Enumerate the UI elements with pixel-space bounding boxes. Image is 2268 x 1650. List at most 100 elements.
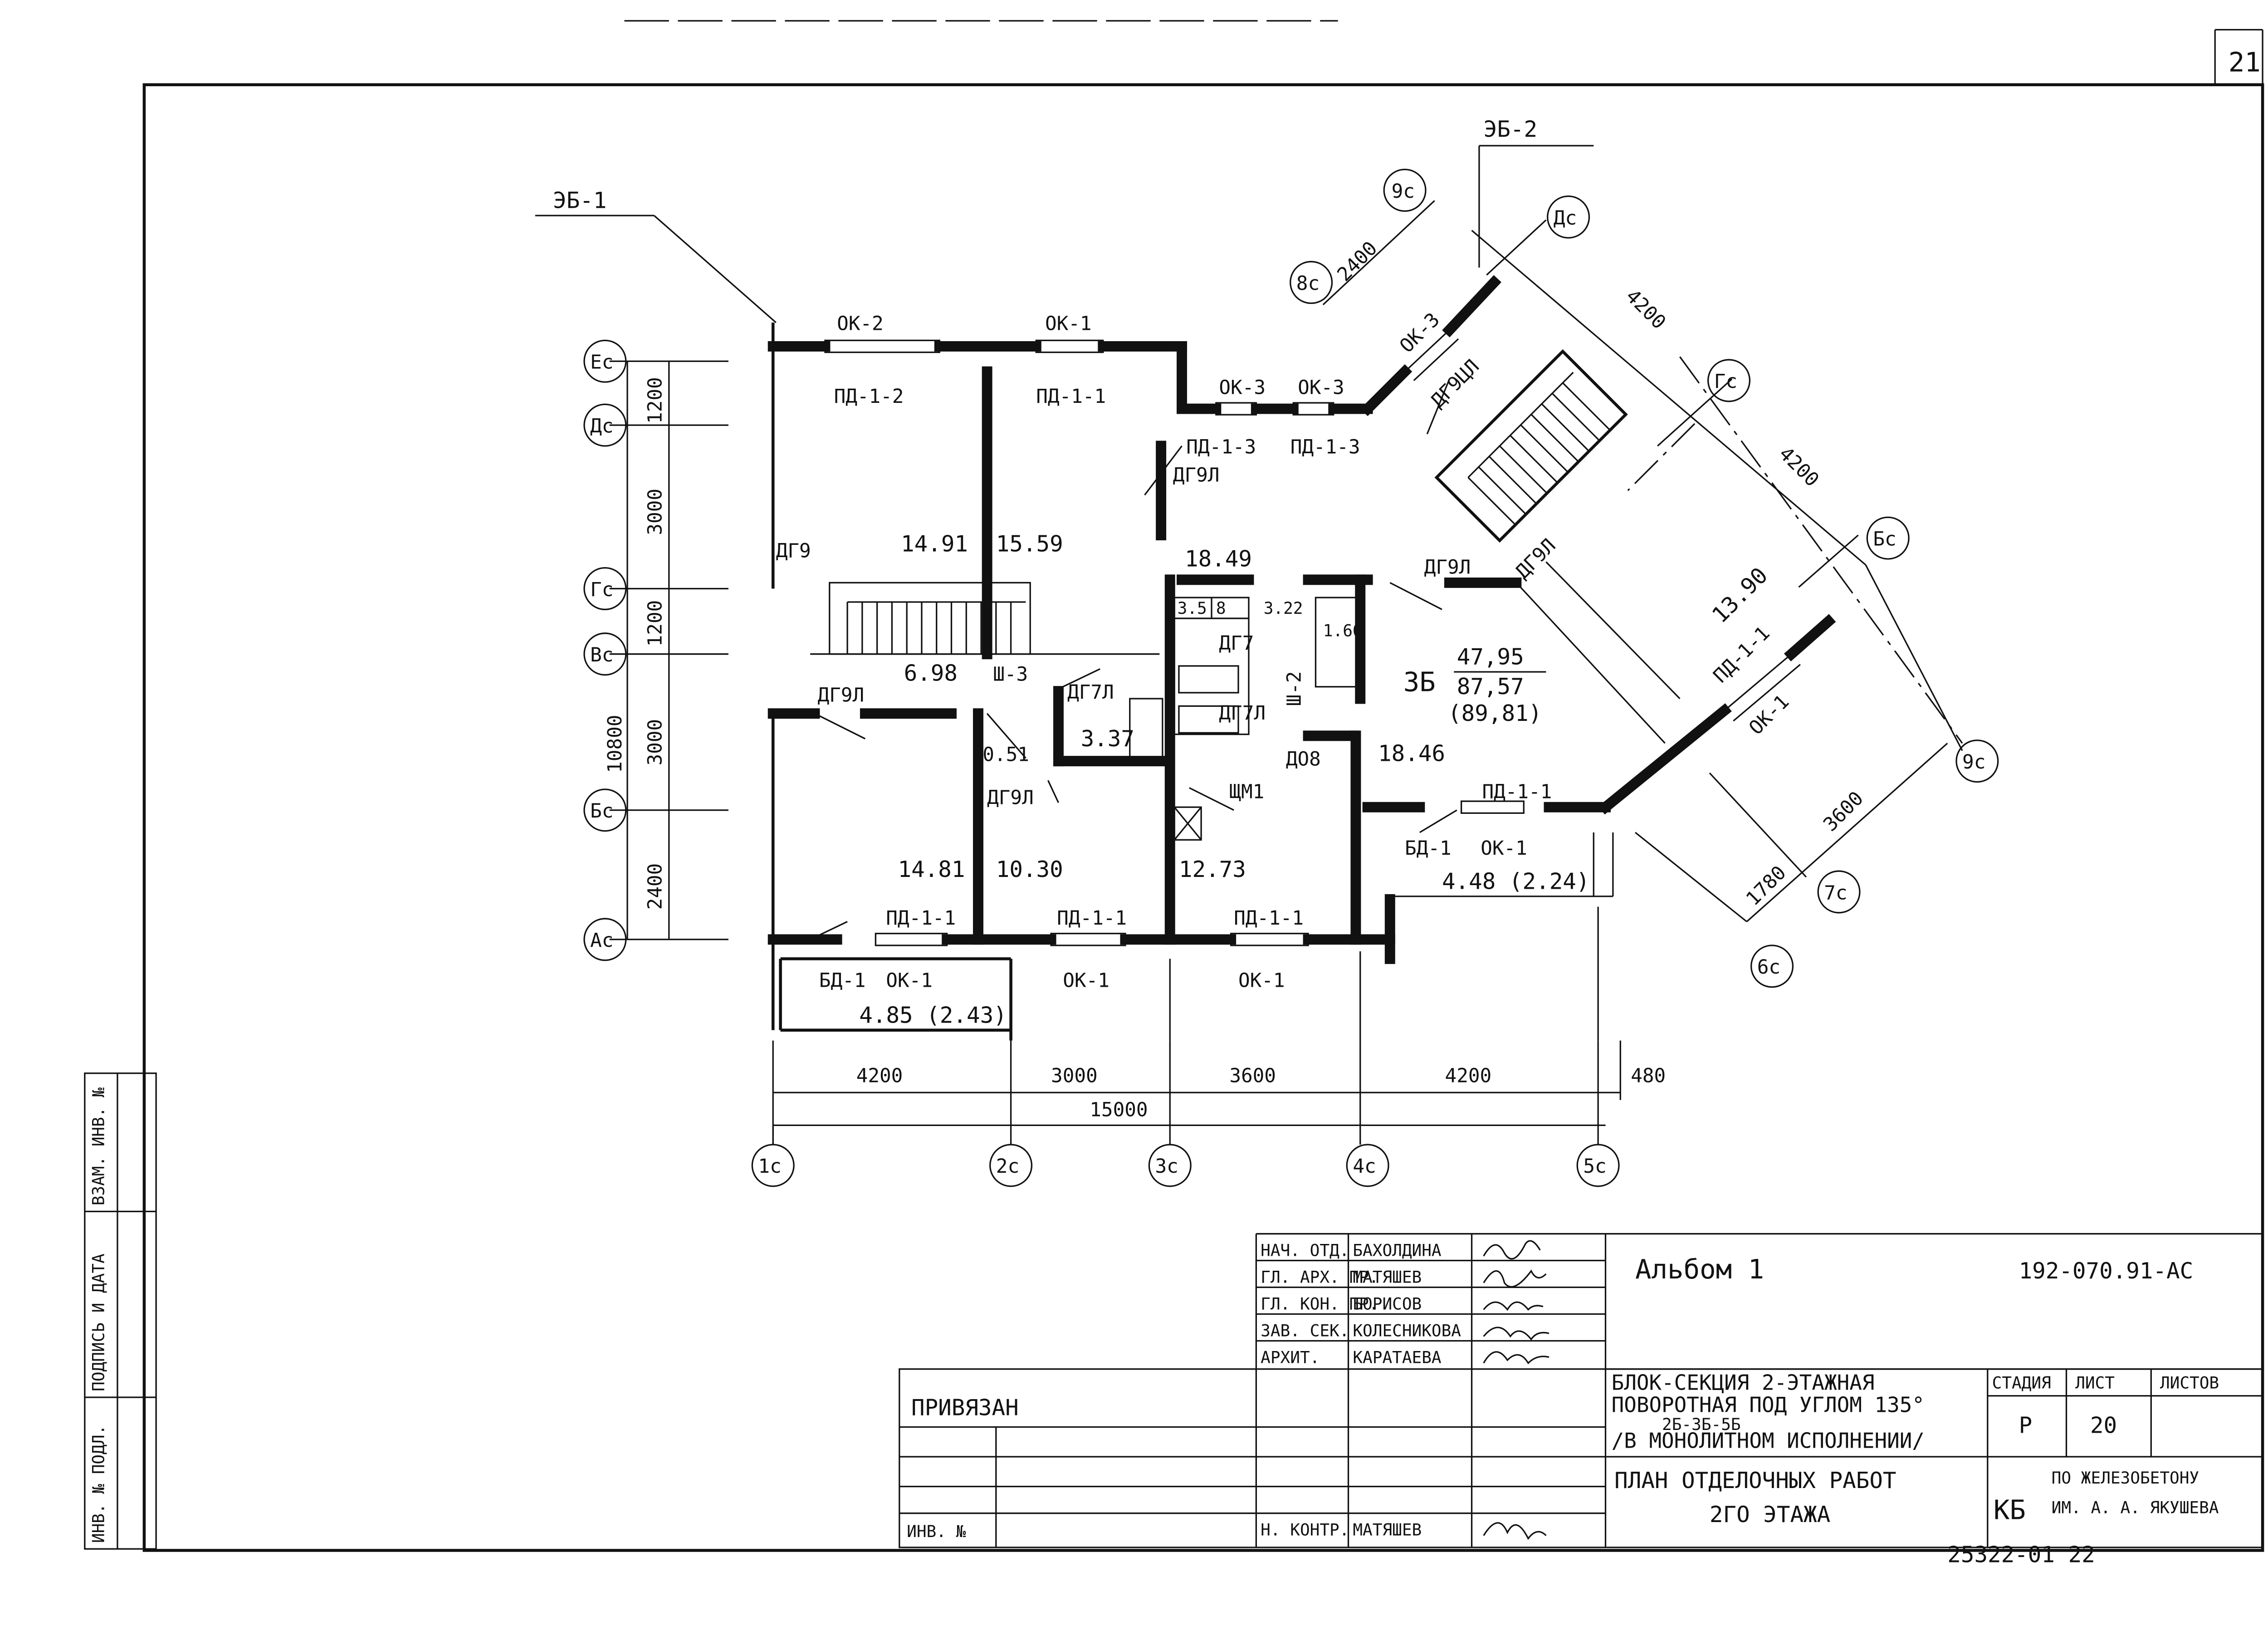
cabinet-label-3: Ш-2 <box>1283 671 1306 706</box>
area-label-6: 0.51 <box>982 744 1029 766</box>
axis-label-bottom-2: 2с <box>996 1155 1019 1178</box>
axis-label-left-1: Ес <box>590 351 613 374</box>
axis-label-left-4: Вс <box>590 644 613 666</box>
dimension-left <box>609 360 728 940</box>
door-label-8: ДГ7 <box>1219 632 1254 655</box>
document-code: 192-070.91-АС <box>2019 1258 2194 1284</box>
dimension-diagonal <box>1322 145 1963 922</box>
block-title-4: /В МОНОЛИТНОМ ИСПОЛНЕНИИ/ <box>1612 1428 1925 1453</box>
floor-plan <box>535 145 1999 1187</box>
dim-left-total: 10800 <box>604 715 626 773</box>
dim-left-4: 3000 <box>644 719 666 766</box>
window-label-2: ОК-1 <box>1045 312 1092 335</box>
dim-bottom-5: 480 <box>1631 1064 1666 1087</box>
bottom-code: 25322-01 22 <box>1947 1542 2095 1568</box>
dim-left-1: 1200 <box>644 377 666 424</box>
staff-role-2: ГЛ. АРХ. ПР. <box>1261 1268 1378 1287</box>
axis-label-left-5: Бс <box>590 800 613 823</box>
area-label-1: 14.91 <box>901 531 968 557</box>
axis-label-diag-3: 8с <box>1296 272 1320 295</box>
window-label-4: ОК-3 <box>1298 376 1344 399</box>
staff-name-5: КАРАТАЕВА <box>1353 1349 1442 1367</box>
door-swings <box>810 378 1457 940</box>
area-label-14: 8 <box>1216 599 1226 618</box>
stair-flight-2 <box>1434 349 1628 543</box>
staff-name-1: БАХОЛДИНА <box>1353 1242 1442 1260</box>
sill-label-7: ПД-1-1 <box>886 907 956 930</box>
sill-label-3: ПД-1-3 <box>1186 436 1256 458</box>
area-label-5: 3.37 <box>1081 725 1134 752</box>
area-label-16: 1.60 <box>1323 622 1363 640</box>
sheet-header: ЛИСТ <box>2075 1374 2115 1392</box>
sheet-number: 21 <box>2229 46 2261 78</box>
axis-label-diag-5: Бс <box>1873 528 1896 551</box>
door-label-3: ДГ9Л <box>987 787 1034 809</box>
staff-role-3: ГЛ. КОН. ПР. <box>1261 1295 1378 1314</box>
axis-lines <box>772 356 1963 1145</box>
window-label-3: ОК-3 <box>1219 376 1266 399</box>
axis-label-diag-2: Дс <box>1554 207 1577 230</box>
area-label-8: 10.30 <box>996 856 1063 882</box>
cabinet-label-2: ЩМ1 <box>1229 781 1264 803</box>
side-sign-label: ПОДПИСЬ И ДАТА <box>89 1253 108 1391</box>
dim-diag-4: 3600 <box>1819 787 1868 836</box>
staff-name-4: КОЛЕСНИКОВА <box>1353 1322 1461 1341</box>
side-replace-label: ВЗАМ. ИНВ. № <box>89 1087 108 1206</box>
title-block-grid <box>899 1233 2263 1548</box>
axis-label-diag-6: 9с <box>1962 751 1985 774</box>
door-label-9: ДГ7Л <box>1219 702 1266 725</box>
area-label-4: 6.98 <box>904 660 958 686</box>
sill-label-1: ПД-1-2 <box>834 385 904 408</box>
door-label-1: ДГ9 <box>776 540 811 563</box>
window-openings <box>824 329 1801 946</box>
axis-label-left-2: Дс <box>590 415 613 437</box>
axis-label-diag-8: 6с <box>1757 956 1780 979</box>
dim-left-3: 1200 <box>644 600 666 647</box>
apartment-living-area: 47,95 <box>1457 644 1524 670</box>
side-inv-label: ИНВ. № ПОДЛ. <box>89 1425 108 1543</box>
window-label-7: ОК-1 <box>1481 837 1527 860</box>
door-label-2: ДГ9Л <box>818 684 865 707</box>
inv-no-label: ИНВ. № <box>907 1523 966 1541</box>
dim-bottom-total: 15000 <box>1090 1099 1148 1121</box>
area-label-10: 18.46 <box>1378 740 1445 767</box>
area-label-17: 13.90 <box>1707 562 1773 628</box>
signatures <box>1483 1240 1549 1540</box>
dim-left-2: 3000 <box>644 489 666 535</box>
window-label-8: ОК-1 <box>886 969 933 992</box>
section-mark-2: ЭБ-2 <box>1484 116 1537 142</box>
org-name-2: ИМ. А. А. ЯКУШЕВА <box>2052 1499 2219 1518</box>
window-label-5: ОК-3 <box>1395 308 1444 357</box>
staff-role-4: ЗАВ. СЕК. <box>1261 1322 1349 1341</box>
axis-label-bottom-4: 4с <box>1353 1155 1376 1178</box>
area-label-15: 3.22 <box>1264 599 1303 618</box>
org-name-1: ПО ЖЕЛЕЗОБЕТОНУ <box>2052 1469 2199 1488</box>
dim-diag-1: 2400 <box>1333 237 1382 286</box>
dimension-bottom <box>772 906 1621 1145</box>
door-label-6: ДГ9ЦЛ <box>1427 355 1484 412</box>
sheet-frame <box>142 20 2264 1552</box>
axis-label-bottom-5: 5с <box>1583 1155 1606 1178</box>
bathroom-fixtures <box>1129 597 1358 841</box>
sill-label-8: ПД-1-1 <box>1057 907 1127 930</box>
sill-label-9: ПД-1-1 <box>1234 907 1304 930</box>
sill-label-4: ПД-1-3 <box>1290 436 1360 458</box>
area-label-11: 4.85 (2.43) <box>859 1002 1007 1028</box>
balcony-door-2: БД-1 <box>1405 837 1452 860</box>
door-label-10: ДГ9Л <box>1511 534 1560 583</box>
axis-label-left-6: Ас <box>590 929 613 952</box>
axis-label-diag-4: Гс <box>1714 370 1737 393</box>
block-title-1: БЛОК-СЕКЦИЯ 2-ЭТАЖНАЯ <box>1612 1371 1875 1395</box>
door-label-5: ДГ9Л <box>1424 556 1471 579</box>
staff-role-5: АРХИТ. <box>1261 1349 1320 1367</box>
area-label-7: 14.81 <box>898 856 965 882</box>
section-mark-1: ЭБ-1 <box>553 187 606 214</box>
stair-flight-1 <box>829 582 1031 655</box>
window-label-6: ОК-1 <box>1745 690 1794 739</box>
dim-diag-5: 1780 <box>1742 862 1791 911</box>
window-label-9: ОК-1 <box>1063 969 1110 992</box>
sheets-header: ЛИСТОВ <box>2160 1374 2219 1392</box>
dim-left-5: 2400 <box>644 863 666 910</box>
door-label-7: ДГ7Л <box>1067 681 1114 704</box>
axis-label-bottom-1: 1с <box>758 1155 781 1178</box>
